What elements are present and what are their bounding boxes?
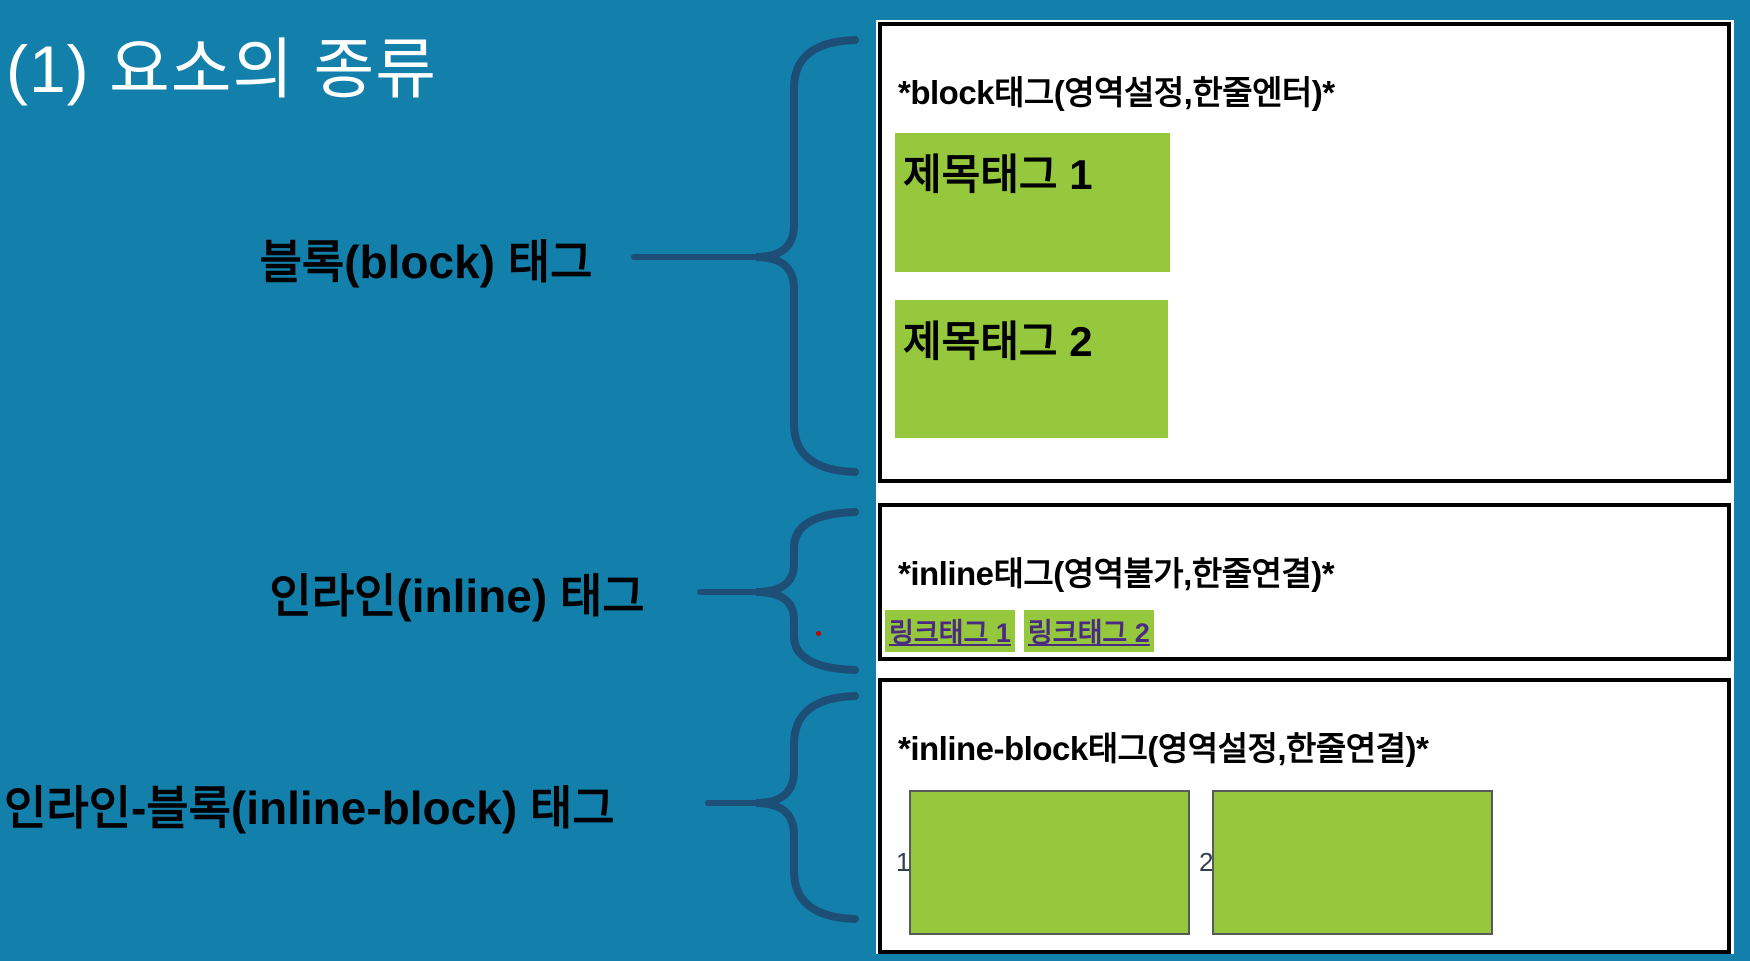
inline-block-row: 1 2 <box>896 790 1493 935</box>
link-row: 링크태그 1 링크태그 2 <box>885 610 1154 652</box>
panel-inline-demo: *inline태그(영역불가,한줄연결)* 링크태그 1 링크태그 2 <box>878 503 1731 661</box>
label-inline-tag: 인라인(inline) 태그 <box>269 570 645 622</box>
page-title: (1) 요소의 종류 <box>6 32 437 106</box>
link-tag-1[interactable]: 링크태그 1 <box>885 610 1015 652</box>
brace-block-icon <box>755 36 859 476</box>
label-inline-block-tag: 인라인-블록(inline-block) 태그 <box>4 782 615 834</box>
panel-inline-block-demo: *inline-block태그(영역설정,한줄연결)* 1 2 <box>878 678 1731 954</box>
list-marker-2: 2 <box>1199 847 1214 877</box>
inline-block-box-1 <box>909 790 1190 935</box>
panel-inline-block-header: *inline-block태그(영역설정,한줄연결)* <box>898 730 1429 767</box>
panel-block-demo: *block태그(영역설정,한줄엔터)* 제목태그 1 제목태그 2 <box>878 22 1731 483</box>
heading-tag-box-1: 제목태그 1 <box>895 133 1170 272</box>
panel-block-header: *block태그(영역설정,한줄엔터)* <box>898 74 1335 111</box>
brace-inline-block-icon <box>755 692 859 923</box>
list-marker-1: 1 <box>896 847 911 877</box>
heading-tag-box-2: 제목태그 2 <box>895 300 1168 438</box>
panel-inline-header: *inline태그(영역불가,한줄연결)* <box>898 555 1335 592</box>
inline-block-box-2 <box>1212 790 1493 935</box>
link-tag-2[interactable]: 링크태그 2 <box>1023 610 1154 652</box>
label-block-tag: 블록(block) 태그 <box>259 236 593 288</box>
red-speck <box>816 631 821 636</box>
brace-inline-icon <box>755 508 859 674</box>
